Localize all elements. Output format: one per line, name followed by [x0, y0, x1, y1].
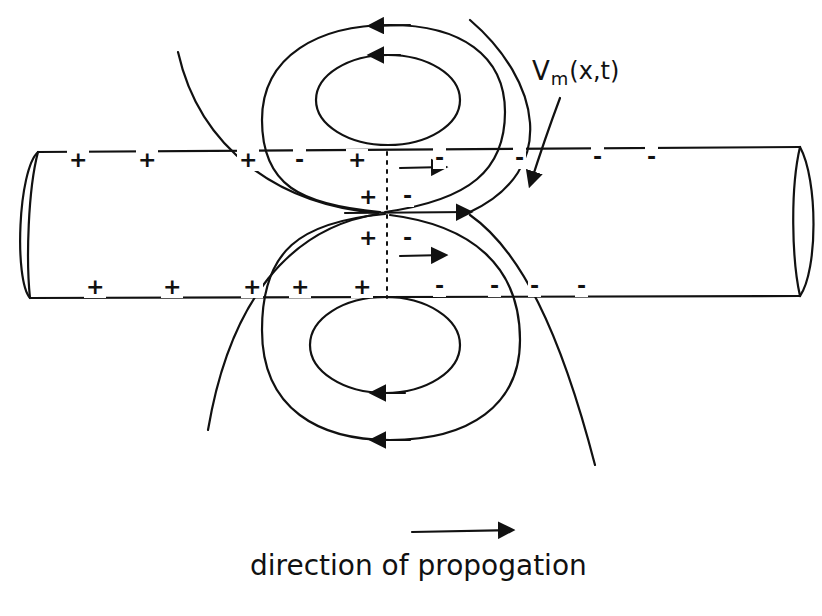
- axon-membrane: [30, 296, 800, 298]
- charge-sign: -: [293, 149, 306, 171]
- direction-arrow: [412, 530, 512, 532]
- voltage-label: V: [532, 58, 550, 84]
- charge-sign: +: [237, 149, 259, 171]
- current-loop: [316, 55, 460, 145]
- charge-sign: +: [289, 276, 311, 298]
- current-loop: [310, 297, 460, 393]
- charge-sign: -: [401, 185, 414, 207]
- charge-sign: -: [401, 227, 414, 249]
- field-line: [470, 215, 595, 465]
- axon-end: [800, 147, 814, 296]
- voltage-subscript: m: [551, 70, 569, 88]
- dotted-line: [386, 152, 388, 298]
- charge-sign: -: [488, 275, 501, 297]
- charge-sign: +: [161, 276, 183, 298]
- field-line: [470, 20, 530, 212]
- charge-sign: -: [575, 275, 588, 297]
- charge-sign: -: [591, 146, 604, 168]
- charge-sign: +: [351, 276, 373, 298]
- charge-sign: +: [357, 186, 379, 208]
- caption: direction of propogation: [250, 552, 587, 580]
- charge-sign: +: [357, 227, 379, 249]
- charge-sign: +: [136, 149, 158, 171]
- charge-sign: -: [645, 146, 658, 168]
- current-loop: [262, 25, 505, 212]
- field-line: [178, 52, 378, 213]
- loop-arrow: [370, 25, 410, 26]
- charge-sign: +: [67, 149, 89, 171]
- axon-end: [793, 147, 800, 296]
- loop-arrow: [372, 392, 405, 394]
- field-line: [208, 214, 378, 430]
- leader-arrow: [530, 98, 560, 185]
- charge-sign: +: [346, 149, 368, 171]
- charge-sign: -: [528, 275, 541, 297]
- charge-sign: -: [513, 147, 526, 169]
- loop-arrow: [370, 54, 400, 56]
- current-arrow: [400, 255, 445, 256]
- axon-end: [28, 152, 38, 298]
- loop-arrow: [372, 439, 410, 441]
- voltage-argument: (x,t): [569, 59, 619, 83]
- charge-sign: -: [433, 147, 446, 169]
- charge-sign: +: [241, 276, 263, 298]
- charge-sign: -: [433, 275, 446, 297]
- axon-end: [20, 152, 38, 298]
- charge-sign: +: [84, 276, 106, 298]
